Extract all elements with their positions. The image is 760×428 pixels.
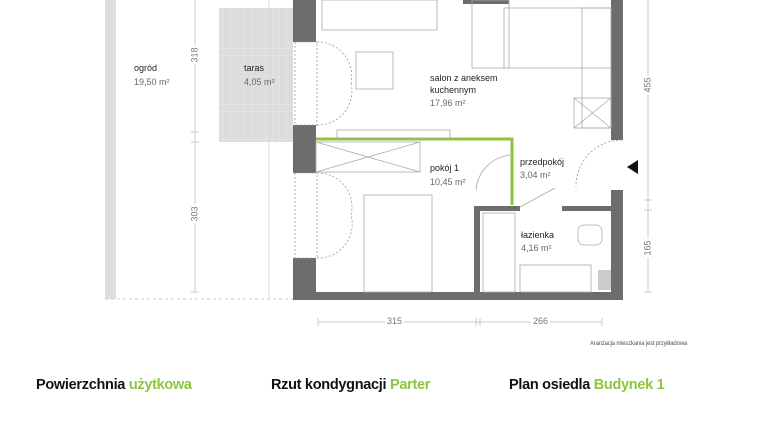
heading-accent: Budynek 1 xyxy=(593,377,665,393)
room-area-bathroom: 4,16 m² xyxy=(521,243,552,253)
furniture xyxy=(315,0,612,293)
room-name-living-2: kuchennym xyxy=(430,85,477,95)
heading-label: Rzut kondygnacji xyxy=(271,377,387,393)
arrangement-note: Aranżacja mieszkania jest przykładowa xyxy=(590,341,687,347)
room-area-terrace: 4,05 m² xyxy=(244,77,275,87)
heading-estate-plan[interactable]: Plan osiedla Budynek 1 xyxy=(509,377,665,393)
terrace xyxy=(219,8,293,142)
walls xyxy=(293,0,623,300)
dimension-bottom-left: 315 xyxy=(385,316,405,326)
room-name-bedroom: pokój 1 xyxy=(430,163,460,173)
heading-floor-plan[interactable]: Rzut kondygnacji Parter xyxy=(271,377,430,393)
room-name-living: salon z aneksem xyxy=(430,73,498,83)
dimension-right-bottom: 165 xyxy=(642,238,653,258)
heading-label: Powierzchnia xyxy=(36,377,126,393)
room-name-garden: ogród xyxy=(134,63,158,73)
room-name-bathroom: łazienka xyxy=(521,230,555,240)
entrance-arrow-icon xyxy=(627,160,638,174)
heading-accent: użytkowa xyxy=(128,377,192,393)
room-name-terrace: taras xyxy=(244,63,265,73)
room-area-garden: 19,50 m² xyxy=(134,77,170,87)
heading-usable-area[interactable]: Powierzchnia użytkowa xyxy=(36,377,192,393)
dimension-bottom-right: 266 xyxy=(531,316,551,326)
room-area-living: 17,96 m² xyxy=(430,98,466,108)
dimension-left-bottom: 303 xyxy=(189,204,200,224)
room-area-bedroom: 10,45 m² xyxy=(430,177,466,187)
dimension-left-top: 318 xyxy=(189,45,200,65)
garden-border xyxy=(105,0,116,299)
room-area-hall: 3,04 m² xyxy=(520,170,551,180)
dimension-right-top: 455 xyxy=(642,75,653,95)
heading-accent: Parter xyxy=(389,377,431,393)
heading-label: Plan osiedla xyxy=(509,377,591,393)
room-name-hall: przedpokój xyxy=(520,157,565,167)
